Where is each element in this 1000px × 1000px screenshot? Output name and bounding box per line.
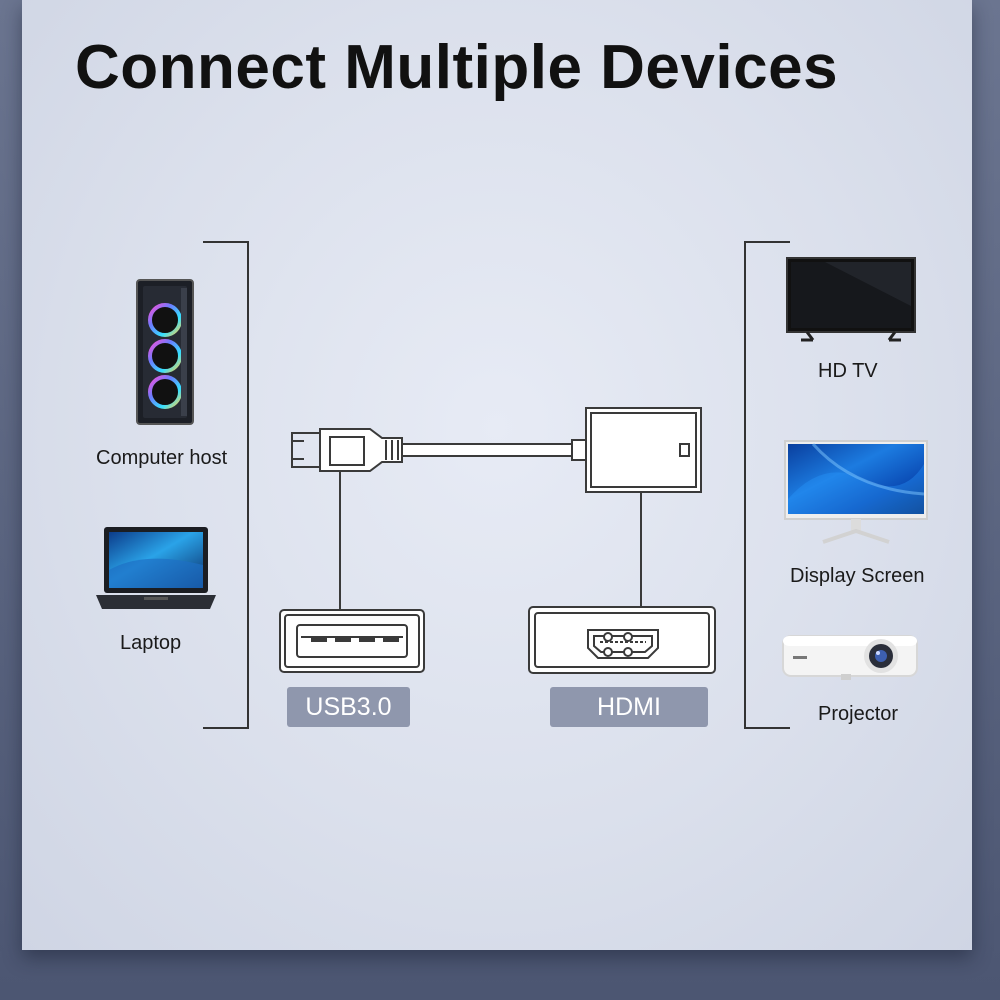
device-label-laptop: Laptop: [120, 632, 182, 654]
usb-port-badge: USB3.0: [287, 687, 410, 727]
input-devices-bracket: [203, 241, 249, 729]
device-label-hd-tv: HD TV: [818, 360, 878, 382]
adapter-cable: [401, 443, 573, 457]
device-label-projector: Projector: [818, 703, 899, 725]
laptop-icon: [96, 527, 216, 609]
page-title: Connect Multiple Devices: [75, 33, 839, 102]
desktop-tower-icon: [136, 279, 194, 425]
tv-icon: [786, 257, 916, 342]
output-devices-bracket: [744, 241, 790, 729]
hdmi-port-badge: HDMI: [550, 687, 708, 727]
projector-icon: [782, 635, 918, 680]
usb-plug-tip: [291, 432, 321, 468]
monitor-icon: [784, 440, 928, 544]
device-label-computer-host: Computer host: [96, 447, 228, 469]
device-label-display-screen: Display Screen: [790, 565, 925, 587]
